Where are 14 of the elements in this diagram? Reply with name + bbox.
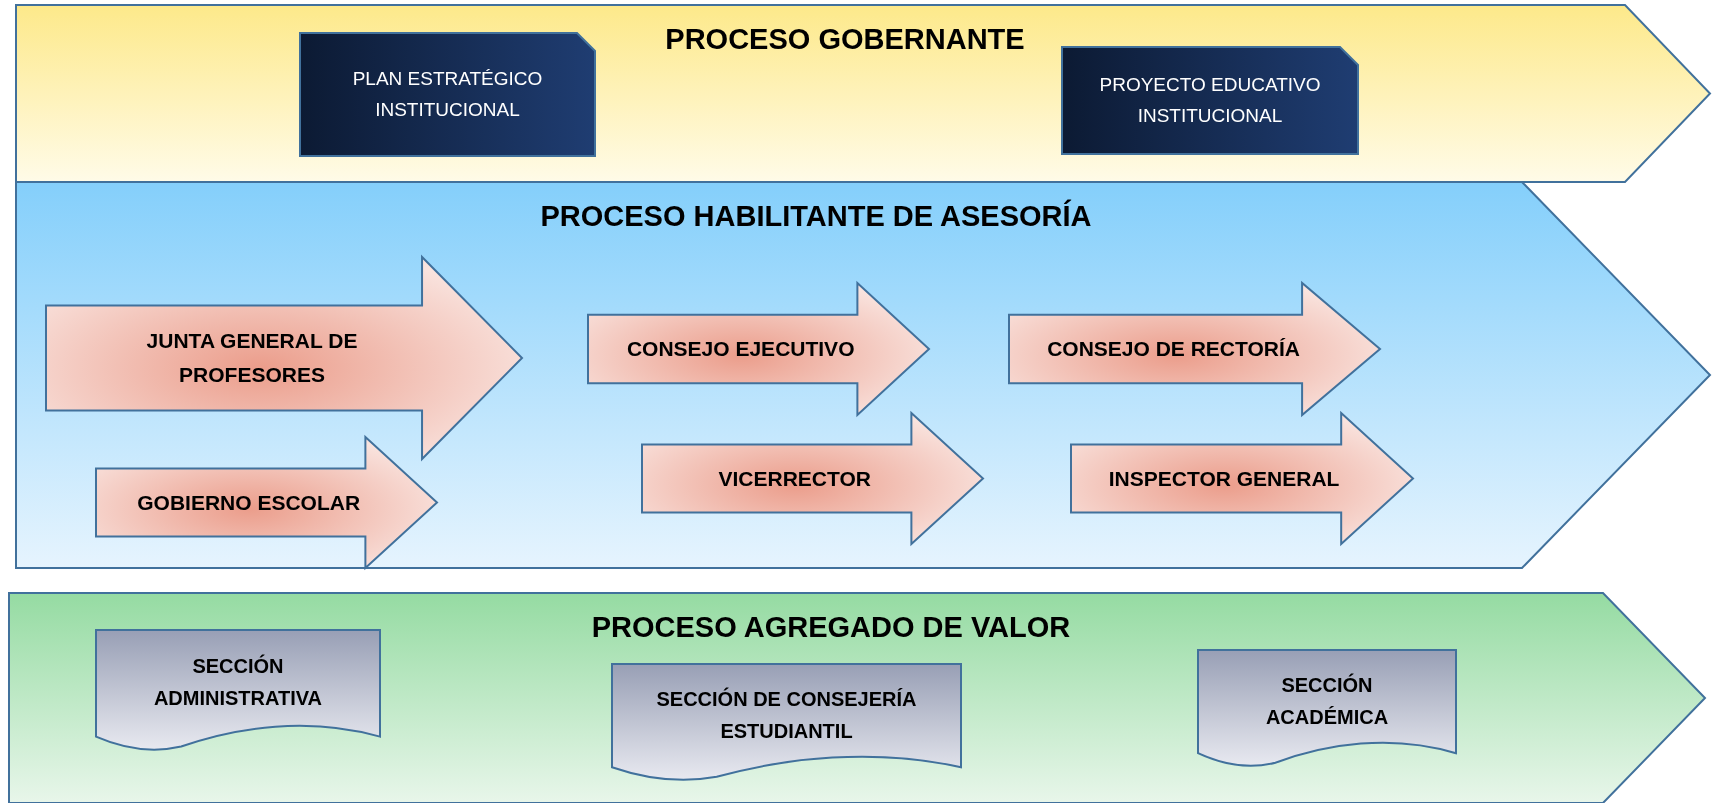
document-box: PLAN ESTRATÉGICO INSTITUCIONAL: [300, 33, 595, 156]
arrow-shape: GOBIERNO ESCOLAR: [96, 437, 437, 568]
arrow-shape: CONSEJO DE RECTORÍA: [1009, 283, 1380, 415]
arrow-shape: CONSEJO EJECUTIVO: [588, 283, 929, 415]
arrow-shape: JUNTA GENERAL DE PROFESORES: [46, 257, 522, 459]
band-title: PROCESO AGREGADO DE VALOR: [591, 611, 1071, 644]
band-title: PROCESO GOBERNANTE: [665, 23, 1025, 56]
band-title: PROCESO HABILITANTE DE ASESORÍA: [540, 200, 1092, 233]
process-band: [16, 5, 1710, 182]
process-band: [16, 182, 1710, 568]
process-band: [9, 593, 1705, 803]
document-box: PROYECTO EDUCATIVO INSTITUCIONAL: [1062, 47, 1358, 154]
arrow-shape: INSPECTOR GENERAL: [1071, 413, 1413, 544]
arrow-shape: VICERRECTOR: [642, 413, 983, 544]
